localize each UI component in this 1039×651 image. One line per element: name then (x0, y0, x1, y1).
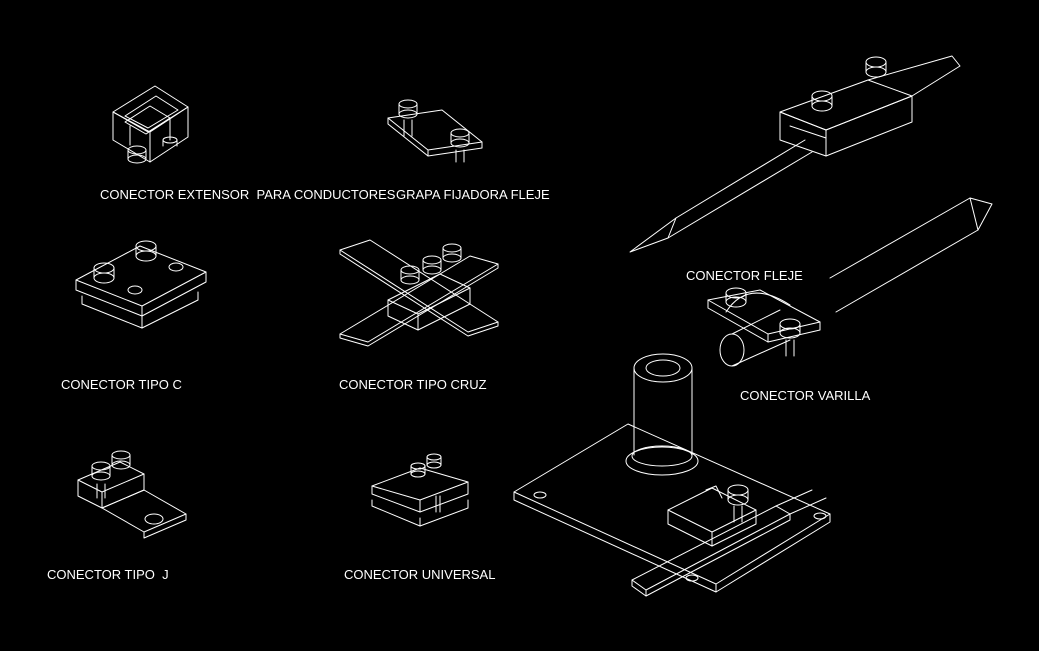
label-conector-extensor: CONECTOR EXTENSOR PARA CONDUCTORES (100, 187, 396, 202)
label-conector-tipo-j: CONECTOR TIPO J (47, 567, 169, 582)
conector-tipo-cruz-figure (339, 239, 499, 347)
conector-tipo-c-figure (75, 240, 207, 329)
label-conector-tipo-cruz: CONECTOR TIPO CRUZ (339, 377, 487, 392)
conector-tipo-j-figure (77, 450, 187, 539)
conector-universal-figure (371, 453, 469, 527)
label-conector-varilla: CONECTOR VARILLA (740, 388, 871, 403)
label-conector-universal: CONECTOR UNIVERSAL (344, 567, 496, 582)
conector-fleje-figure (629, 55, 961, 253)
conector-extensor-figure (112, 85, 189, 164)
label-conector-tipo-c: CONECTOR TIPO C (61, 377, 182, 392)
label-grapa-fijadora-fleje: GRAPA FIJADORA FLEJE (396, 187, 550, 202)
base-plate-assembly-figure (513, 353, 831, 597)
grapa-fijadora-fleje-figure (387, 99, 483, 163)
label-conector-fleje: CONECTOR FLEJE (686, 268, 803, 283)
conector-varilla-figure (707, 197, 993, 367)
